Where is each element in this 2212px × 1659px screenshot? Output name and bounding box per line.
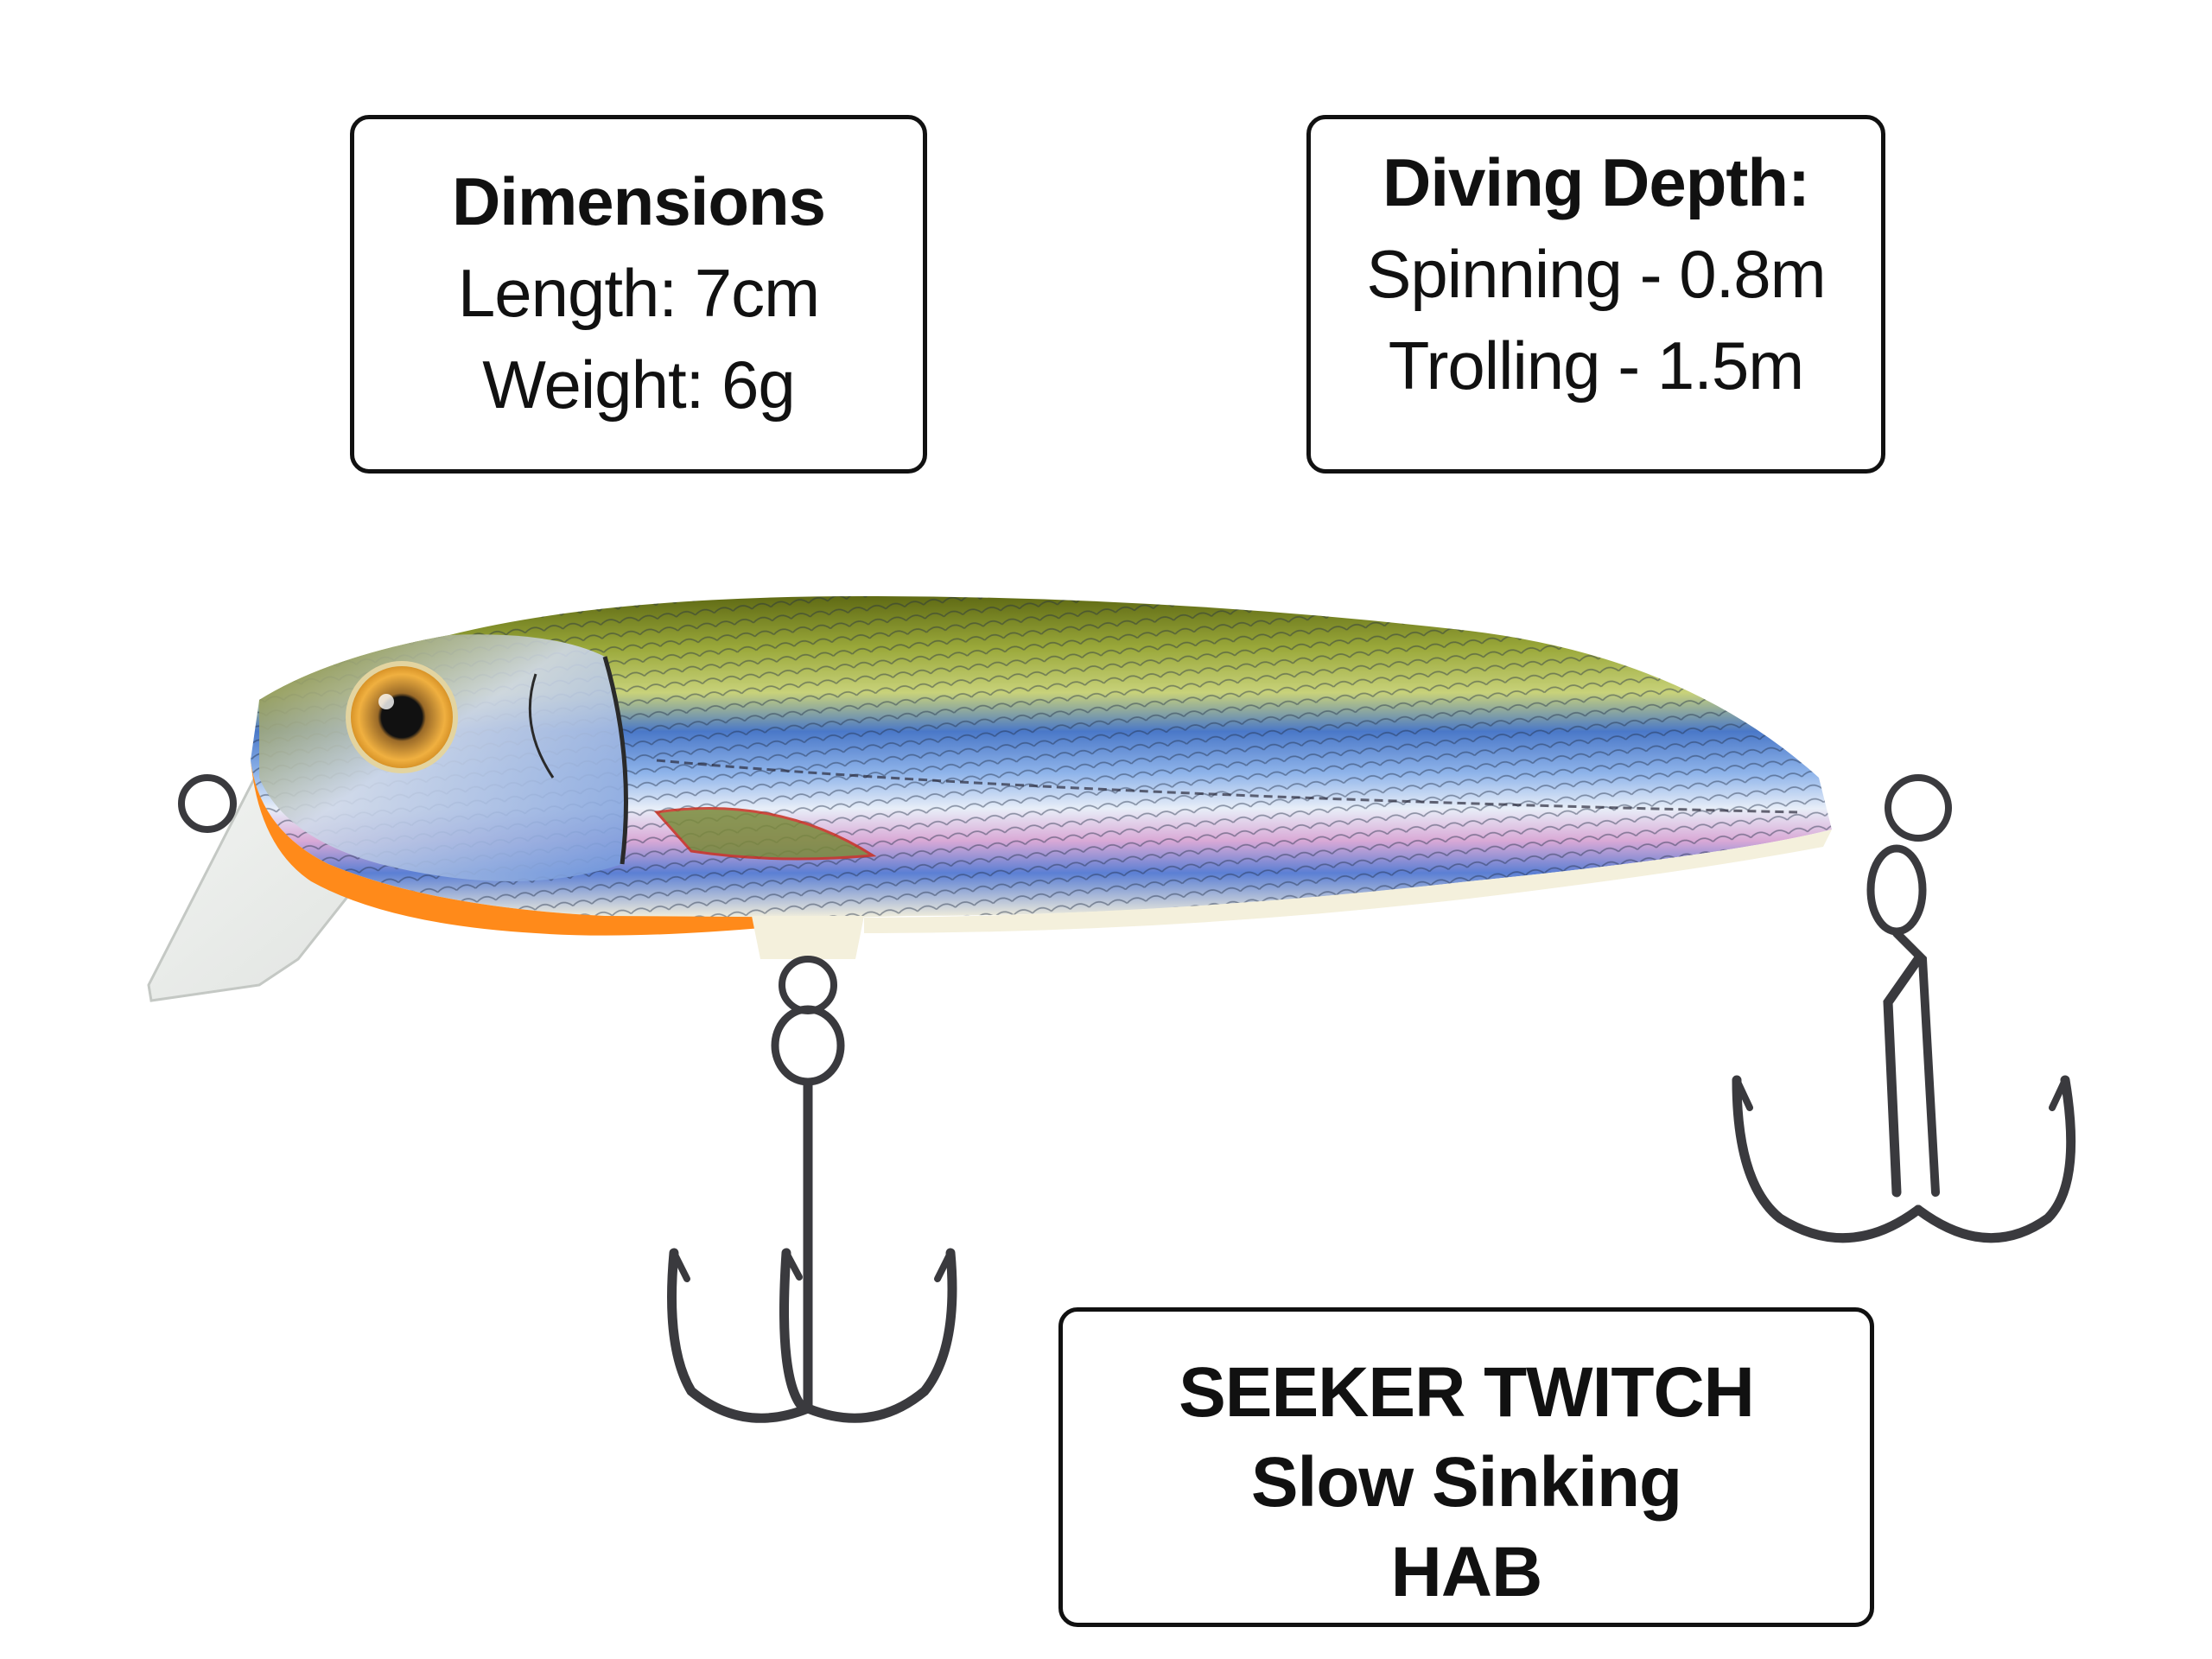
belly-eyelet: [779, 956, 837, 1014]
line-tie-ring: [178, 774, 237, 833]
product-name: SEEKER TWITCH: [1179, 1353, 1755, 1432]
diving-depth-heading: Diving Depth:: [1382, 144, 1810, 220]
dimensions-heading: Dimensions: [451, 163, 826, 239]
trolling-depth-spec: Trolling - 1.5m: [1388, 327, 1805, 404]
front-treble-hook: [667, 1005, 957, 1423]
spinning-depth-spec: Spinning - 0.8m: [1366, 236, 1826, 312]
lure-eye: [346, 661, 458, 773]
dimensions-box: Dimensions Length: 7cm Weight: 6g: [350, 115, 927, 474]
product-box: SEEKER TWITCH Slow Sinking HAB: [1058, 1307, 1874, 1627]
pectoral-fin: [654, 807, 877, 861]
product-color-code: HAB: [1390, 1533, 1543, 1611]
tail-eyelet: [1885, 774, 1952, 842]
diving-depth-box: Diving Depth: Spinning - 0.8m Trolling -…: [1306, 115, 1885, 474]
rear-treble-hook: [1732, 844, 2076, 1243]
product-action: Slow Sinking: [1250, 1443, 1682, 1522]
orange-throat: [251, 760, 864, 936]
weight-spec: Weight: 6g: [482, 346, 795, 423]
length-spec: Length: 7cm: [457, 255, 820, 331]
